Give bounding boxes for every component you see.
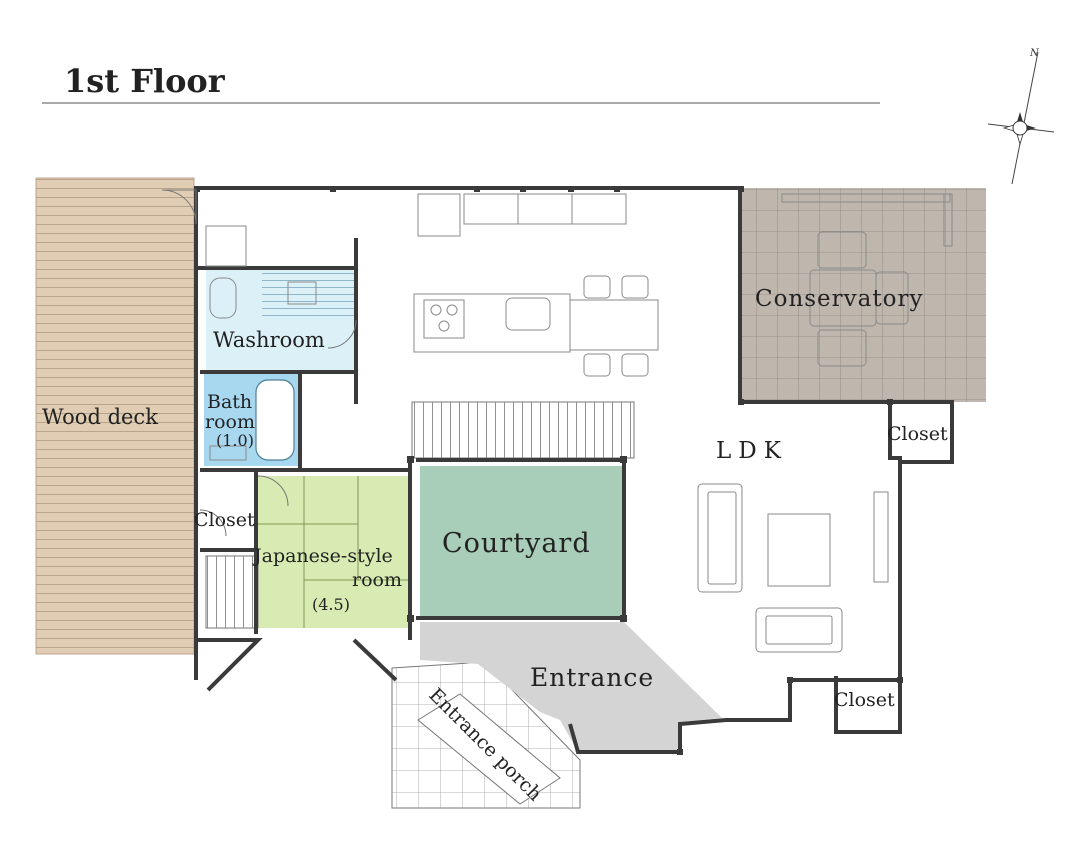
living-furniture bbox=[697, 483, 889, 653]
wall-posts bbox=[194, 186, 903, 755]
japanese-room-size: (4.5) bbox=[312, 595, 350, 614]
bathroom-size: (1.0) bbox=[216, 431, 254, 450]
washroom-label: Washroom bbox=[213, 328, 325, 352]
courtyard bbox=[420, 466, 622, 616]
compass-north-label: N bbox=[1029, 48, 1040, 59]
closet-lower-right-label: Closet bbox=[834, 689, 895, 711]
japanese-room bbox=[258, 476, 410, 628]
bathroom-label-line1: Bath bbox=[207, 391, 252, 413]
doors bbox=[161, 189, 357, 537]
closet-left-label: Closet bbox=[194, 509, 255, 531]
ldk-label: LDK bbox=[716, 438, 788, 464]
entrance-label: Entrance bbox=[530, 663, 654, 692]
page-title: 1st Floor bbox=[64, 62, 226, 100]
japanese-room-label-line1: Japanese-style bbox=[252, 545, 393, 567]
courtyard-label: Courtyard bbox=[442, 528, 591, 559]
conservatory-label: Conservatory bbox=[755, 286, 923, 312]
conservatory-furniture bbox=[781, 193, 953, 367]
bathroom-label-line2: room bbox=[205, 411, 255, 433]
closet-upper-right-label: Closet bbox=[887, 423, 948, 445]
compass-icon: N bbox=[987, 48, 1055, 185]
entrance bbox=[420, 622, 722, 752]
japanese-room-label-line2: room bbox=[352, 569, 402, 591]
kitchen-furniture bbox=[205, 193, 659, 461]
walls bbox=[194, 186, 954, 754]
wood-deck-label: Wood deck bbox=[42, 405, 158, 429]
